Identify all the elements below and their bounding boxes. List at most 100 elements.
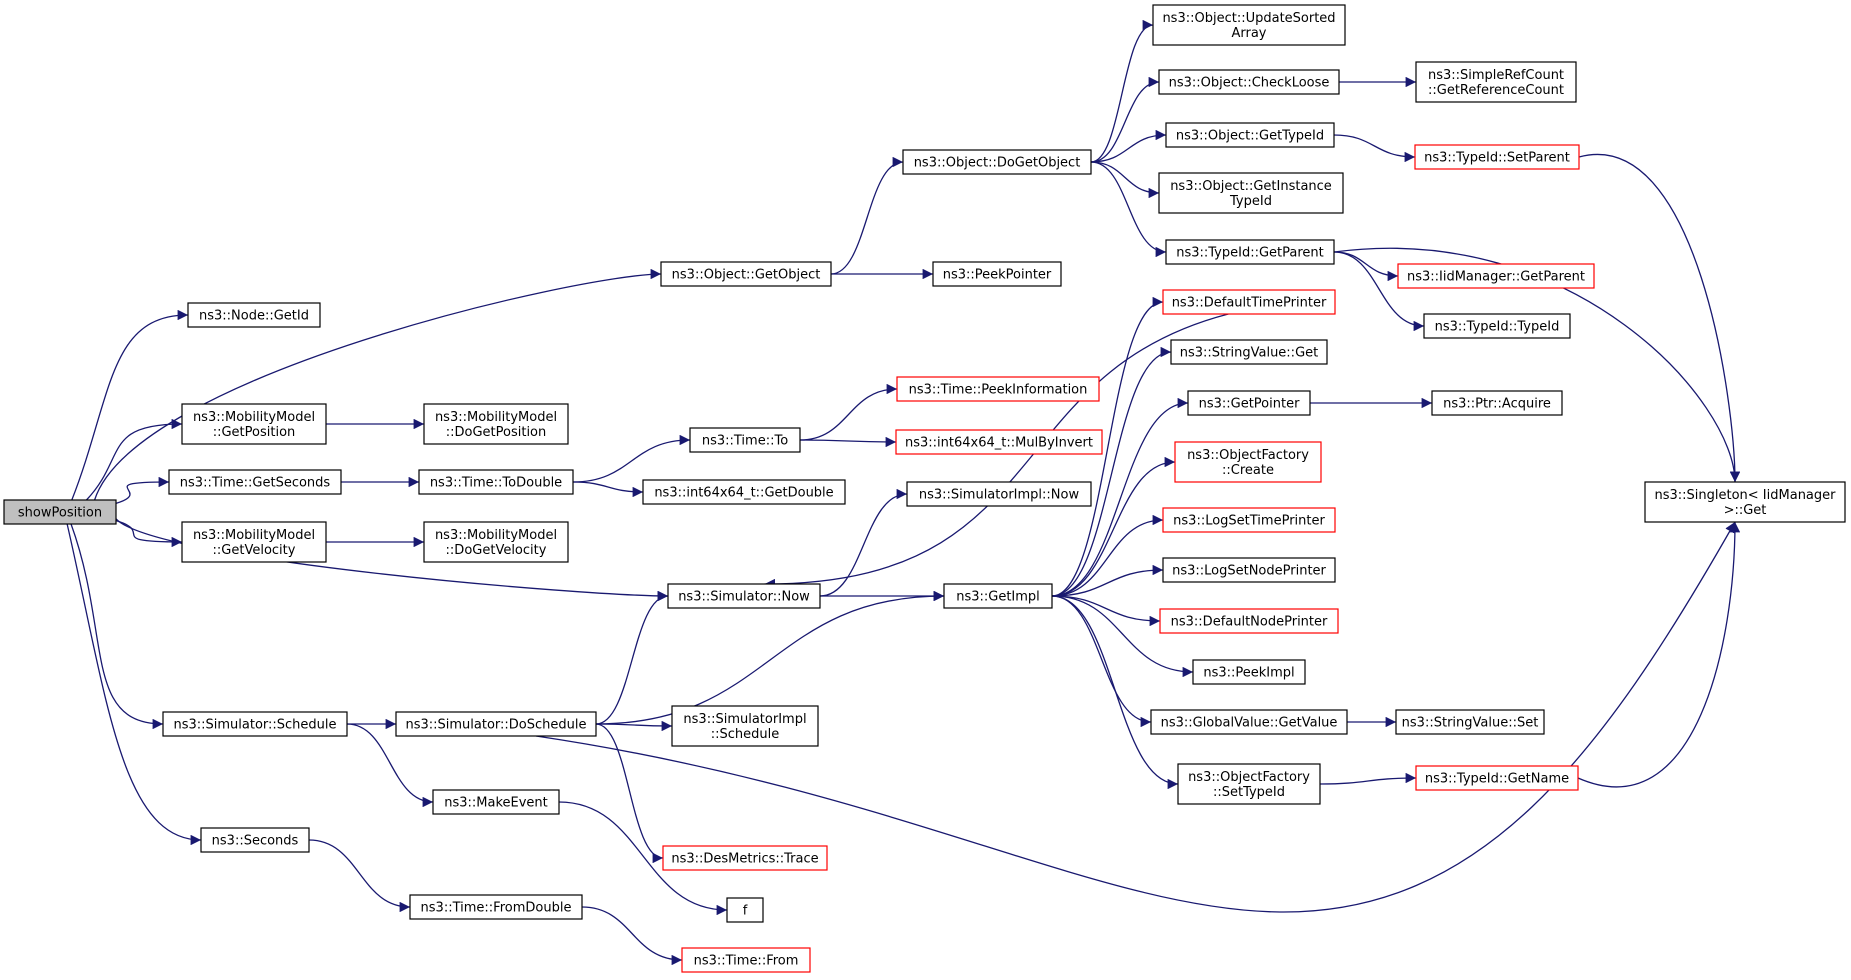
node-obj_dogetobject[interactable]: ns3::Object::DoGetObject (902, 149, 1092, 175)
node-logsettimeprinter[interactable]: ns3::LogSetTimePrinter (1162, 507, 1336, 533)
edge-obj_dogetobject-to-obj_updatesorted (1090, 19, 1154, 163)
node-box (423, 403, 569, 445)
node-iidmanager_getparent[interactable]: ns3::IidManager::GetParent (1397, 263, 1595, 289)
node-mm_getposition[interactable]: ns3::MobilityModel::GetPosition (181, 403, 327, 445)
node-time_todouble[interactable]: ns3::Time::ToDouble (418, 469, 574, 495)
node-sim_now[interactable]: ns3::Simulator::Now (667, 583, 821, 609)
node-seconds[interactable]: ns3::Seconds (200, 827, 310, 853)
edge-group (1319, 772, 1417, 785)
edge-makeevent-to-f (558, 801, 728, 916)
node-box (1414, 144, 1580, 170)
node-logsetnodeprinter[interactable]: ns3::LogSetNodePrinter (1162, 557, 1336, 583)
node-simimpl_schedule[interactable]: ns3::SimulatorImpl::Schedule (671, 705, 819, 747)
node-objfactory_settypeid[interactable]: ns3::ObjectFactory::SetTypeId (1177, 763, 1321, 805)
node-box (895, 429, 1103, 455)
node-label: ns3::ObjectFactory (1187, 448, 1309, 463)
node-label: ns3::Seconds (212, 834, 299, 849)
edge-group (764, 313, 1229, 590)
node-int64_mulbyinvert[interactable]: ns3::int64x64_t::MulByInvert (895, 429, 1103, 455)
node-peekimpl[interactable]: ns3::PeekImpl (1192, 659, 1306, 685)
node-typeid_setparent[interactable]: ns3::TypeId::SetParent (1414, 144, 1580, 170)
node-label: ::GetVelocity (213, 543, 296, 558)
edge-group (1333, 247, 1741, 483)
node-stringvalue_get[interactable]: ns3::StringValue::Get (1170, 339, 1328, 365)
node-box (660, 261, 832, 287)
node-typeid_typeid[interactable]: ns3::TypeId::TypeId (1423, 313, 1571, 339)
node-int64_getdouble[interactable]: ns3::int64x64_t::GetDouble (642, 479, 846, 505)
edge-time_todouble-to-int64_getdouble (572, 481, 644, 498)
node-defaultnodeprinter[interactable]: ns3::DefaultNodePrinter (1159, 608, 1339, 634)
edge-typeid_getparent-to-iidmanager_getparent (1333, 251, 1399, 282)
edge-group (1051, 346, 1172, 597)
node-sim_doschedule[interactable]: ns3::Simulator::DoSchedule (395, 711, 597, 737)
node-label: ns3::Simulator::DoSchedule (405, 718, 586, 733)
node-label: ns3::Time::ToDouble (430, 476, 562, 491)
node-label: ns3::MobilityModel (435, 528, 557, 543)
node-defaulttimeprinter[interactable]: ns3::DefaultTimePrinter (1162, 289, 1336, 315)
node-makeevent[interactable]: ns3::MakeEvent (432, 789, 560, 815)
node-showPosition[interactable]: showPosition (3, 499, 117, 525)
node-box (1397, 263, 1595, 289)
edge-obj_dogetobject-to-obj_gettypeid (1090, 129, 1167, 163)
node-time_to[interactable]: ns3::Time::To (689, 427, 801, 453)
node-label: ::SetTypeId (1213, 785, 1285, 800)
node-singleton_get[interactable]: ns3::Singleton< IidManager >::Get (1644, 481, 1846, 523)
node-obj_gettypeid[interactable]: ns3::Object::GetTypeId (1165, 122, 1335, 148)
edge-time_todouble-to-time_to (572, 434, 691, 483)
node-box (1159, 608, 1339, 634)
node-typeid_getparent[interactable]: ns3::TypeId::GetParent (1165, 239, 1335, 265)
node-label: ::DoGetVelocity (446, 543, 547, 558)
edge-group (1578, 153, 1741, 483)
node-label: ns3::Object::DoGetObject (914, 156, 1081, 171)
edge-group (85, 418, 183, 501)
edge-group (535, 521, 1736, 913)
node-simimpl_now[interactable]: ns3::SimulatorImpl::Now (906, 481, 1092, 507)
node-mm_dogetvelocity[interactable]: ns3::MobilityModel::DoGetVelocity (423, 521, 569, 563)
node-globalvalue_getvalue[interactable]: ns3::GlobalValue::GetValue (1150, 709, 1348, 735)
node-getimpl[interactable]: ns3::GetImpl (943, 583, 1053, 609)
node-getpointer[interactable]: ns3::GetPointer (1187, 390, 1311, 416)
node-label: ns3::Time::To (702, 434, 788, 449)
node-box (409, 894, 583, 920)
node-obj_checkloose[interactable]: ns3::Object::CheckLoose (1158, 69, 1340, 95)
node-label: ns3::LogSetNodePrinter (1172, 564, 1326, 579)
node-label: ns3::GetImpl (956, 590, 1040, 605)
node-f[interactable]: f (726, 897, 764, 923)
node-label: ns3::TypeId::GetName (1425, 772, 1569, 787)
node-time_getseconds[interactable]: ns3::Time::GetSeconds (168, 469, 342, 495)
node-peekpointer[interactable]: ns3::PeekPointer (932, 261, 1062, 287)
node-time_from[interactable]: ns3::Time::From (681, 947, 811, 973)
node-node_getid[interactable]: ns3::Node::GetId (187, 302, 321, 328)
node-mm_getvelocity[interactable]: ns3::MobilityModel::GetVelocity (181, 521, 327, 563)
node-stringvalue_set[interactable]: ns3::StringValue::Set (1395, 709, 1545, 735)
edge-group (558, 801, 728, 916)
node-obj_getobject[interactable]: ns3::Object::GetObject (660, 261, 832, 287)
node-sim_schedule[interactable]: ns3::Simulator::Schedule (162, 711, 348, 737)
node-objfactory_create[interactable]: ns3::ObjectFactory::Create (1174, 441, 1322, 483)
node-simplerefcount[interactable]: ns3::SimpleRefCount::GetReferenceCount (1415, 61, 1577, 103)
edge-time_fromdouble-to-time_from (581, 906, 683, 966)
edge-group (115, 476, 170, 505)
node-box (932, 261, 1062, 287)
node-box (662, 845, 828, 871)
node-box (1152, 4, 1346, 46)
node-ptr_acquire[interactable]: ns3::Ptr::Acquire (1431, 390, 1563, 416)
node-typeid_getname[interactable]: ns3::TypeId::GetName (1415, 765, 1579, 791)
node-box (1415, 765, 1579, 791)
node-label: ns3::GetPointer (1199, 397, 1300, 412)
node-box (200, 827, 310, 853)
edge-group (1090, 19, 1154, 163)
edge-showPosition-to-time_getseconds (115, 476, 170, 505)
node-desmetrics_trace[interactable]: ns3::DesMetrics::Trace (662, 845, 828, 871)
node-mm_dogetposition[interactable]: ns3::MobilityModel::DoGetPosition (423, 403, 569, 445)
node-box (1644, 481, 1846, 523)
edge-group (1333, 251, 1425, 332)
node-box (1187, 390, 1311, 416)
edge-typeid_setparent-to-singleton_get (1578, 153, 1741, 483)
node-box (906, 481, 1092, 507)
node-time_peekinformation[interactable]: ns3::Time::PeekInformation (896, 376, 1100, 402)
node-time_fromdouble[interactable]: ns3::Time::FromDouble (409, 894, 583, 920)
node-label: ns3::TypeId::SetParent (1424, 151, 1570, 166)
